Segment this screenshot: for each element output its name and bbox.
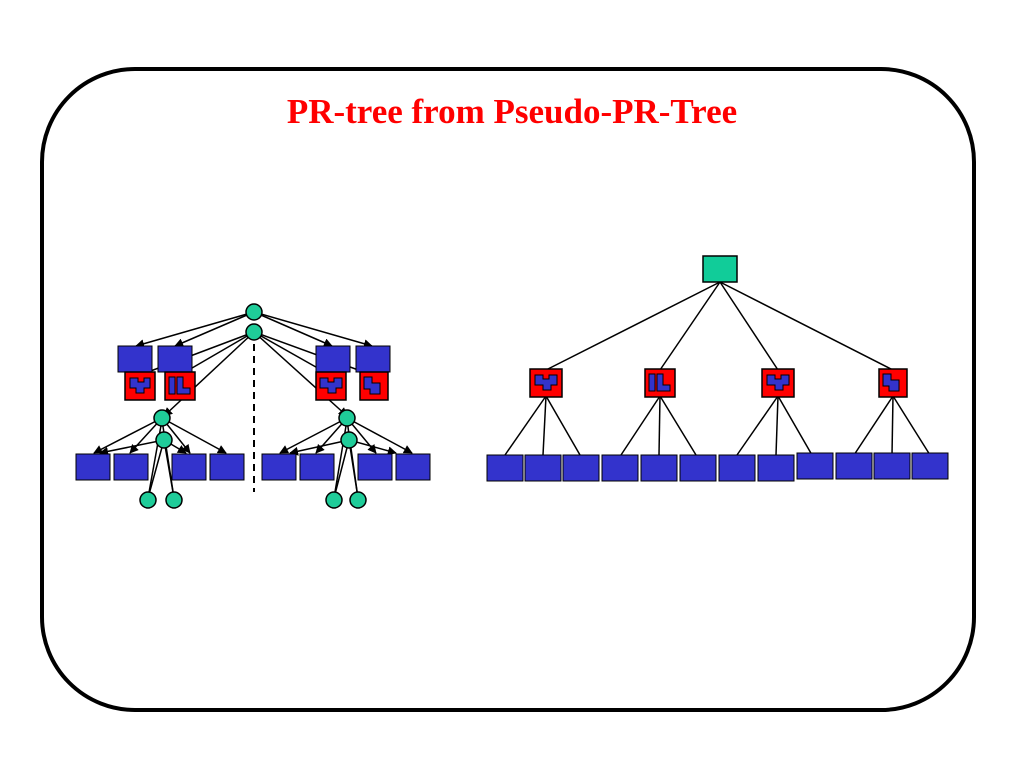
leaf-box [209,453,245,481]
leaf-box [75,453,111,481]
priority-leaf-box [117,345,153,373]
leaf-box [718,454,756,482]
pr-tree [486,255,949,482]
priority-box [124,371,156,401]
priority-box [359,371,389,401]
leaf-box [113,453,149,481]
node-circle [338,409,356,427]
leaf-box [911,452,949,480]
leaf-box [357,453,393,481]
leaf-box [261,453,297,481]
priority-box [315,371,347,401]
leaf-box [562,454,600,482]
internal-node [878,368,908,398]
internal-node [644,368,676,398]
slide-title: PR-tree from Pseudo-PR-Tree [286,92,738,131]
internal-node [529,368,563,398]
leaf-box [835,452,873,480]
leaf-box [873,452,911,480]
leaf-box [757,454,795,482]
right-subtree-lines [333,419,359,499]
node-circle [245,303,263,321]
node-circle [165,491,183,509]
leaf-box [395,453,431,481]
pseudo-pr-tree [75,303,431,509]
leaf-box [486,454,524,482]
leaf-box [171,453,207,481]
priority-leaf-box [355,345,391,373]
leaf-box [299,453,335,481]
node-circle [139,491,157,509]
slide-frame [40,67,976,712]
root-box [702,255,738,283]
left-subtree-lines [147,419,175,499]
node-circle [340,431,358,449]
pr-tree-edges [504,281,931,456]
leaf-box [679,454,717,482]
leaf-box [640,454,678,482]
node-circle [325,491,343,509]
node-circle [155,431,173,449]
priority-leaf-box [315,345,351,373]
leaf-box [601,454,639,482]
node-circle [349,491,367,509]
leaf-box [796,452,834,480]
priority-leaf-box [157,345,193,373]
node-circle [245,323,263,341]
priority-box [164,371,196,401]
leaf-box [524,454,562,482]
internal-node [761,368,795,398]
node-circle [153,409,171,427]
